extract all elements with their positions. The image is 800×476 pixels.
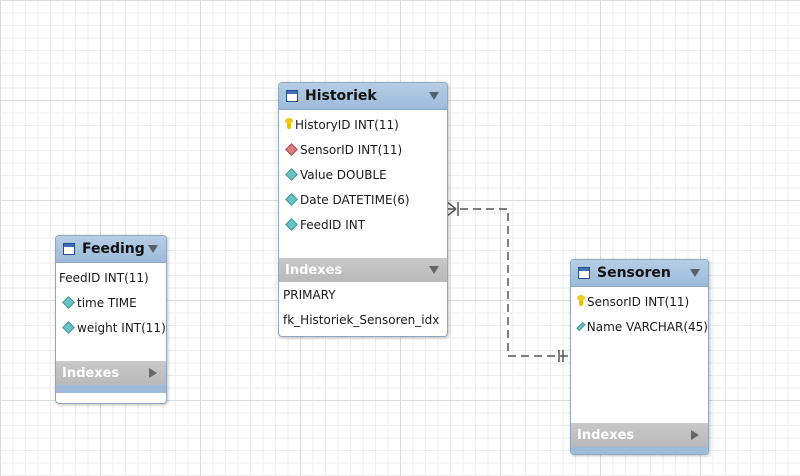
column-label: Name VARCHAR(45) [586,319,708,334]
indexes-label: Indexes [62,365,120,381]
table-name: Historiek [305,88,377,104]
exactly-one-marker [558,350,564,362]
table-icon [286,90,298,102]
column-icon [285,168,298,181]
table-feeding[interactable]: Feeding FeedID INT(11) time TIME weight … [55,235,167,404]
column-label: HistoryID INT(11) [295,117,399,132]
column-icon [285,193,298,206]
column-label: weight INT(11) [77,320,166,335]
column-label: SensorID INT(11) [300,142,403,157]
index-row[interactable]: PRIMARY [283,287,336,302]
column-row[interactable]: FeedID INT [279,212,447,237]
column-icon [62,321,75,334]
column-label: FeedID INT [300,217,366,232]
table-icon [63,243,75,255]
indexes-header[interactable]: Indexes [571,423,708,447]
indexes-label: Indexes [577,427,635,443]
one-or-many-marker [446,201,459,217]
primary-key-icon [285,118,293,129]
foreign-key-icon [285,143,298,156]
index-row[interactable]: fk_Historiek_Sensoren_idx [283,312,440,327]
column-row[interactable]: Date DATETIME(6) [279,187,447,212]
column-label: Date DATETIME(6) [300,192,410,207]
table-header[interactable]: Historiek [279,83,447,110]
expand-icon[interactable] [149,368,157,378]
collapse-icon[interactable] [429,92,439,100]
column-icon [62,296,75,309]
column-row[interactable]: HistoryID INT(11) [279,112,447,137]
table-footer [571,447,708,454]
expand-icon[interactable] [691,430,699,440]
table-footer [56,385,166,393]
table-name: Feeding [82,241,145,257]
column-row[interactable]: SensorID INT(11) [571,289,708,314]
relationship-line [447,208,569,357]
column-row[interactable]: weight INT(11) [56,315,166,340]
table-header[interactable]: Feeding [56,236,166,263]
table-header[interactable]: Sensoren [571,260,708,287]
collapse-icon[interactable] [690,269,700,277]
column-row[interactable]: time TIME [56,290,166,315]
column-label: time TIME [77,295,137,310]
table-sensoren[interactable]: Sensoren SensorID INT(11) Name VARCHAR(4… [570,259,709,455]
column-row[interactable]: Value DOUBLE [279,162,447,187]
column-label: SensorID INT(11) [587,294,690,309]
primary-key-icon [577,295,585,306]
collapse-icon[interactable] [429,266,439,274]
table-historiek[interactable]: Historiek HistoryID INT(11) SensorID INT… [278,82,448,337]
table-icon [578,267,590,279]
column-label: Value DOUBLE [300,167,387,182]
indexes-header[interactable]: Indexes [279,258,447,282]
column-row[interactable]: FeedID INT(11) [56,265,166,290]
column-row[interactable]: SensorID INT(11) [279,137,447,162]
column-row[interactable]: Name VARCHAR(45) [571,314,708,339]
indexes-label: Indexes [285,262,343,278]
indexes-header[interactable]: Indexes [56,361,166,385]
column-label: FeedID INT(11) [59,270,149,285]
column-icon [285,218,298,231]
column-icon [576,321,586,332]
table-name: Sensoren [597,265,671,281]
collapse-icon[interactable] [148,245,158,253]
